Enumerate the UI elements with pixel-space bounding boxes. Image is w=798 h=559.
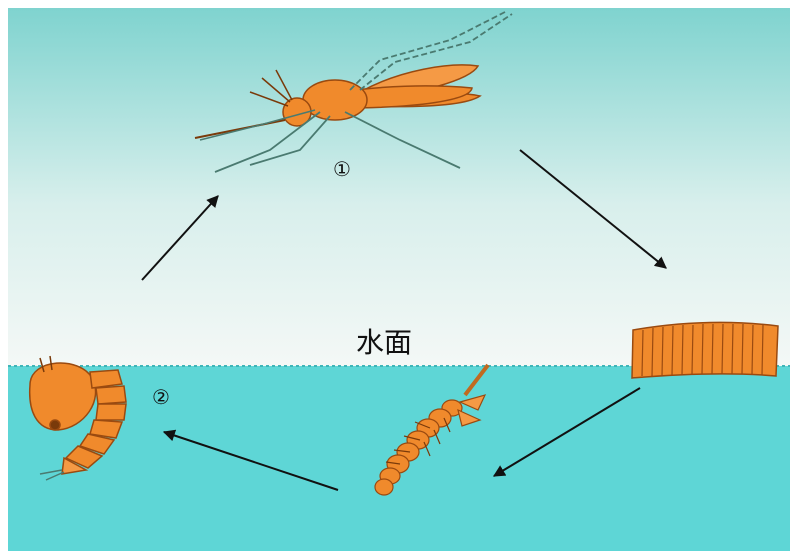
water-surface-label: 水面 [356,326,412,359]
pupa-stage-label: ② [152,385,170,409]
egg-raft [632,323,778,378]
adult-stage-label: ① [333,157,351,181]
